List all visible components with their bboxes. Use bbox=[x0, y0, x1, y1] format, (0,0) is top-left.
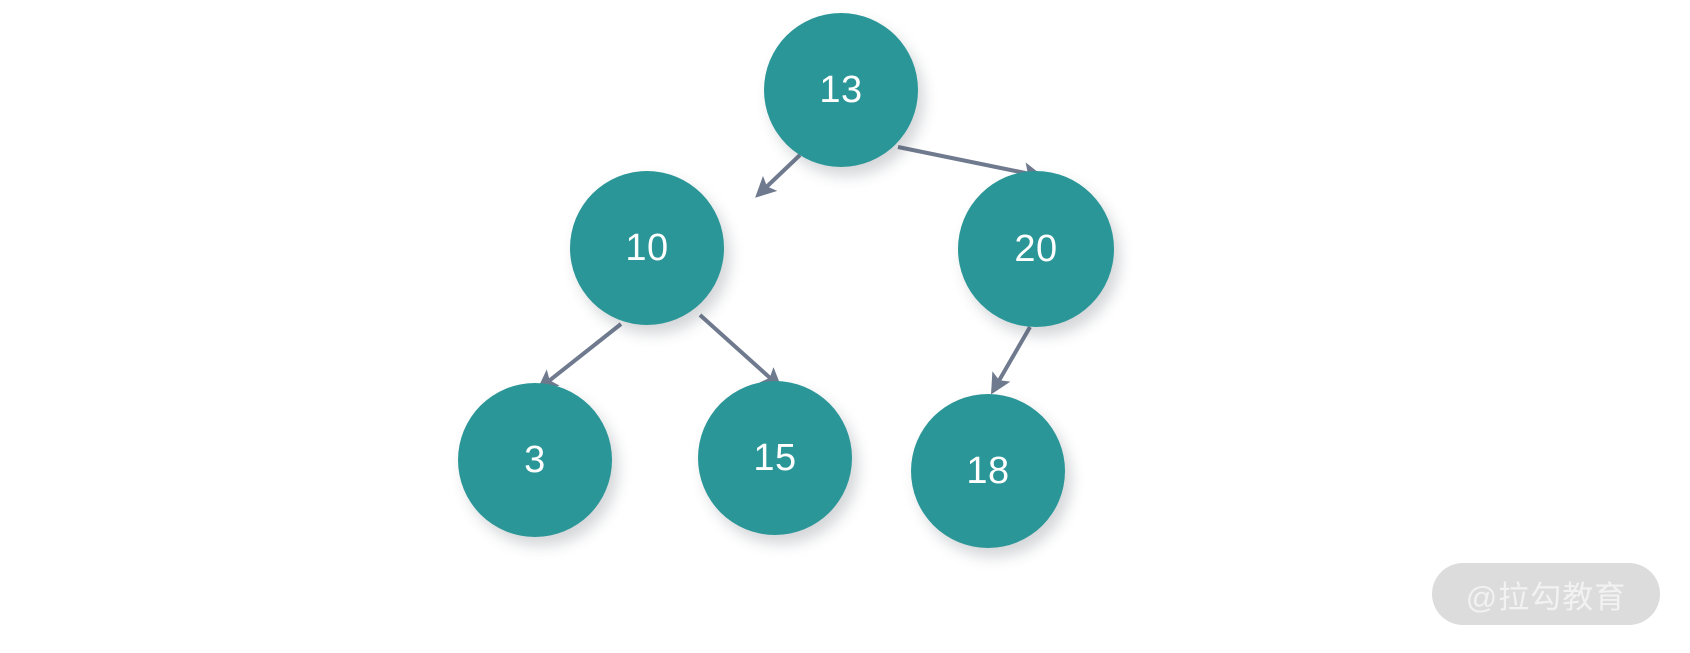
tree-node-leaf-left[interactable]: 3 bbox=[458, 383, 612, 537]
tree-edge bbox=[897, 145, 1044, 183]
tree-edge bbox=[698, 313, 782, 389]
watermark-badge: @拉勾教育 bbox=[1432, 563, 1660, 625]
tree-node-right-child[interactable]: 20 bbox=[958, 171, 1114, 327]
tree-node-label: 15 bbox=[753, 437, 797, 479]
tree-edges bbox=[536, 145, 1044, 395]
tree-node-left-child[interactable]: 10 bbox=[570, 171, 724, 325]
tree-node-label: 18 bbox=[966, 450, 1010, 492]
tree-node-label: 3 bbox=[524, 439, 546, 481]
tree-node-leaf-right[interactable]: 18 bbox=[911, 394, 1065, 548]
tree-node-label: 10 bbox=[625, 227, 669, 269]
tree-node-root[interactable]: 13 bbox=[764, 13, 918, 167]
tree-node-leaf-middle[interactable]: 15 bbox=[698, 381, 852, 535]
tree-edge bbox=[990, 325, 1032, 395]
tree-edge bbox=[536, 322, 623, 391]
tree-node-label: 13 bbox=[819, 69, 863, 111]
watermark-text: @拉勾教育 bbox=[1465, 579, 1627, 615]
tree-node-label: 20 bbox=[1014, 228, 1058, 270]
tree-edge bbox=[755, 153, 802, 198]
